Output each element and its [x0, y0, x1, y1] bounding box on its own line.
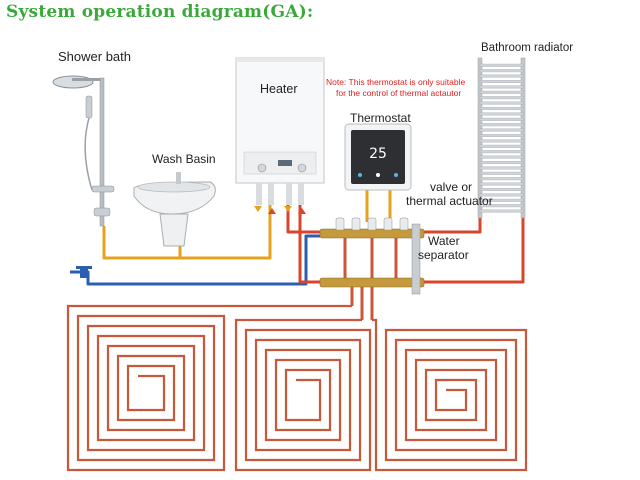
- note-line-2: for the control of thermal actautor: [336, 88, 462, 98]
- radiator-bar: [479, 96, 524, 100]
- flow-arrow-4: [298, 208, 306, 214]
- radiator-bar: [479, 188, 524, 191]
- tap-icon: [76, 266, 92, 278]
- radiator-bar: [479, 134, 524, 137]
- radiator-flow-pipe: [424, 218, 482, 234]
- radiator-bar: [479, 204, 524, 208]
- radiator-bar: [479, 128, 524, 132]
- label-wash-basin: Wash Basin: [152, 152, 216, 166]
- thermal-actuator-3: [367, 217, 377, 231]
- radiator-bar: [479, 80, 524, 83]
- radiator-bar: [479, 90, 524, 94]
- flow-arrow-3: [284, 206, 292, 212]
- label-shower-bath: Shower bath: [58, 49, 131, 64]
- label-valve-or: valve or: [430, 180, 473, 194]
- label-thermostat: Thermostat: [350, 111, 411, 125]
- radiator-bar: [479, 112, 524, 116]
- thermostat-note: Note: This thermostat is only suitable f…: [326, 77, 465, 99]
- floor-heating-loop-2: [234, 318, 372, 472]
- label-water: Water: [428, 234, 460, 248]
- thermal-actuator-5: [399, 217, 409, 231]
- radiator-bar: [479, 117, 524, 121]
- heater-icon: [235, 57, 325, 205]
- label-separator: separator: [418, 248, 469, 262]
- thermostat-icon: 25: [344, 123, 412, 191]
- thermostat-display-value: 25: [369, 146, 387, 162]
- radiator-bar: [479, 69, 524, 73]
- label-bathroom-radiator: Bathroom radiator: [481, 42, 574, 54]
- note-line-1: Note: This thermostat is only suitable: [326, 77, 466, 87]
- heater-return-pipe: [298, 204, 320, 284]
- flow-arrow-1: [254, 206, 262, 212]
- radiator-bar: [479, 63, 524, 67]
- flow-arrow-2: [268, 208, 276, 214]
- radiator-bar: [479, 182, 524, 186]
- radiator-bar: [479, 198, 524, 202]
- wash-basin-icon: [133, 172, 216, 247]
- bathroom-radiator-icon: [477, 57, 526, 219]
- floor-heating-loop-3: [372, 318, 528, 472]
- water-separator-icon: [319, 217, 425, 295]
- radiator-bar: [479, 166, 524, 170]
- label-heater: Heater: [260, 82, 298, 96]
- radiator-bar: [479, 209, 524, 213]
- radiator-bar: [479, 144, 524, 148]
- radiator-bar: [479, 155, 524, 159]
- radiator-bar: [479, 123, 524, 127]
- shower-icon: [52, 75, 115, 227]
- label-thermal-actuator: thermal actuator: [406, 194, 493, 208]
- radiator-bar: [479, 85, 524, 89]
- radiator-bar: [479, 101, 524, 105]
- diagram-title: System operation diagram(GA):: [6, 2, 314, 22]
- radiator-bar: [479, 171, 524, 175]
- radiator-bar: [479, 74, 524, 78]
- radiator-bar: [479, 177, 524, 181]
- radiator-bar: [479, 150, 524, 154]
- cold-water-pipe: [70, 234, 320, 286]
- radiator-bar: [479, 193, 524, 197]
- radiator-return-pipe: [424, 218, 525, 284]
- radiator-bar: [479, 161, 524, 164]
- thermal-actuator-2: [351, 217, 361, 231]
- thermal-actuator-4: [383, 217, 393, 231]
- radiator-bar: [479, 107, 524, 110]
- domestic-hot-water-pipe: [102, 204, 272, 260]
- floor-heating-loop-1: [66, 304, 352, 472]
- radiator-bar: [479, 139, 524, 143]
- floor-heating-loops: [66, 304, 528, 472]
- thermal-actuator-1: [335, 217, 345, 231]
- heater-flow-pipe: [286, 204, 320, 234]
